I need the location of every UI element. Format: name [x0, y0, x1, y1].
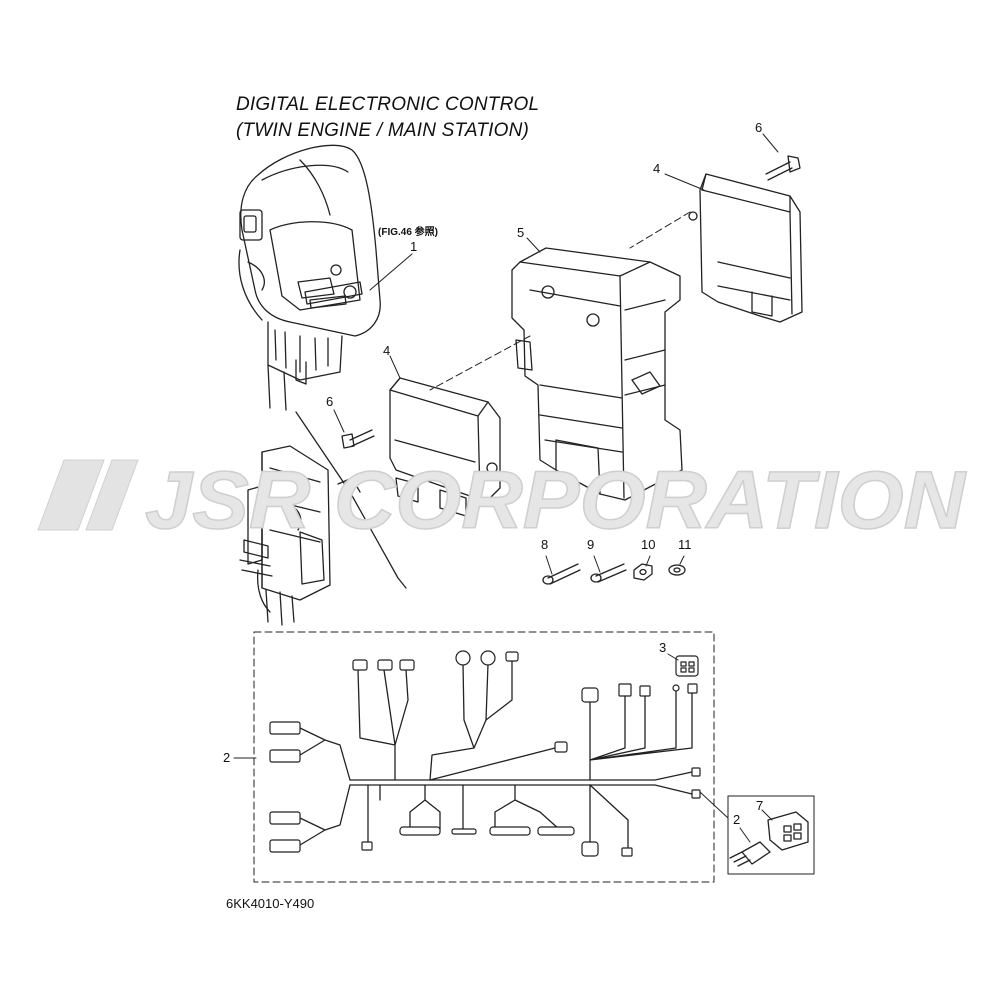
assembly-bracket-tick: [337, 477, 361, 493]
screw-9: [590, 563, 627, 583]
connector-detail: [729, 811, 809, 867]
diagram-title-line2: (TWIN ENGINE / MAIN STATION): [236, 120, 530, 141]
assembly-bracket-line: [295, 411, 407, 589]
nut-10: [633, 563, 653, 581]
harness-connectors: [269, 650, 701, 857]
detail-box-leader: [699, 791, 729, 819]
figure-reference: (FIG.46 参照): [378, 227, 439, 238]
drawing-code: 6KK4010-Y490: [226, 896, 315, 911]
washer-11: [668, 564, 686, 576]
callout-8: 8: [541, 537, 549, 552]
callout-leaders: [233, 133, 779, 843]
callout-11: 11: [678, 537, 692, 552]
wire-harness-box: [253, 631, 715, 883]
callout-3: 3: [659, 640, 667, 655]
diagram-title-line1: DIGITAL ELECTRONIC CONTROL: [236, 94, 540, 115]
wire-harness: [299, 659, 693, 851]
control-module-upper: [688, 173, 803, 323]
remote-control-lever: [238, 144, 381, 411]
lower-control-unit: [239, 445, 331, 626]
washer-11-hole: [673, 567, 681, 573]
screw-8: [542, 563, 581, 585]
control-module-lower: [389, 377, 501, 517]
connector-detail-box: [727, 795, 815, 875]
mounting-bracket: [511, 247, 683, 501]
assembly-guide-lines: [429, 211, 691, 391]
callout-6-upper: 6: [755, 120, 763, 135]
callout-4-upper: 4: [653, 161, 661, 176]
callout-7: 7: [756, 798, 764, 813]
callout-2-harness: 2: [223, 750, 231, 765]
callout-6-lower: 6: [326, 394, 334, 409]
callout-2-detail: 2: [733, 812, 741, 827]
callout-4-lower: 4: [383, 343, 391, 358]
callout-10: 10: [641, 537, 656, 552]
bolt-lower: [341, 429, 375, 449]
bolt-upper: [765, 155, 801, 181]
callout-1: 1: [410, 239, 418, 254]
callout-9: 9: [587, 537, 595, 552]
callout-5: 5: [517, 225, 525, 240]
